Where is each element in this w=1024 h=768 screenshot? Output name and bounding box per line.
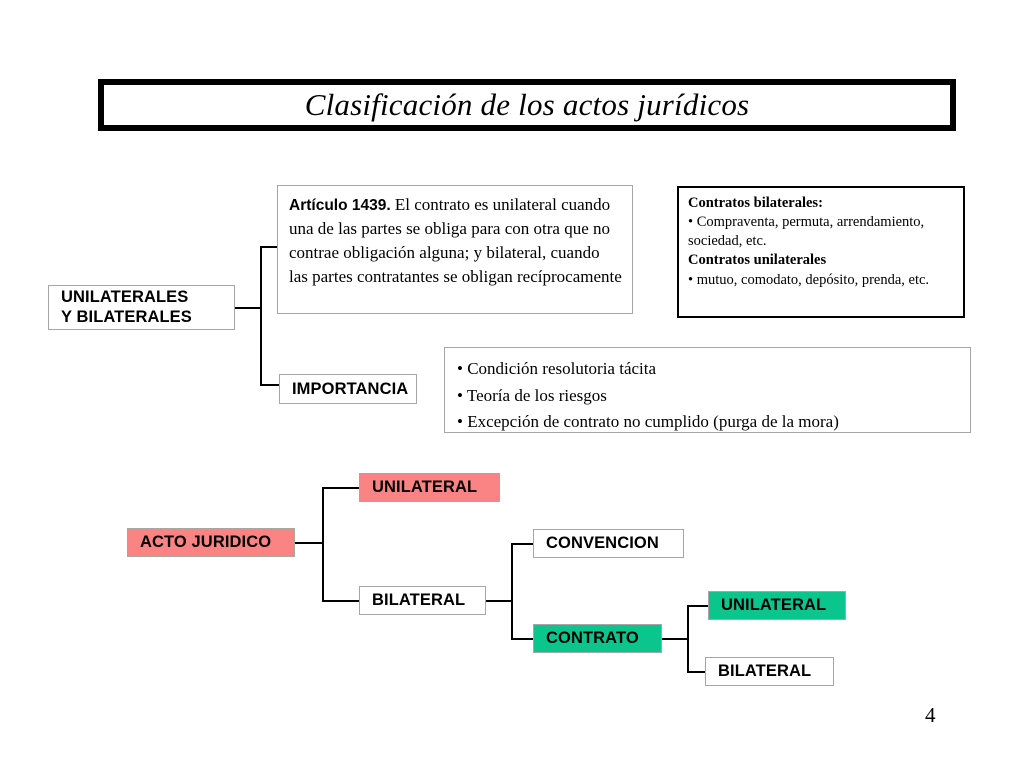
connector-to-contrato-unilateral (687, 605, 709, 607)
connector-to-bilateral (322, 600, 360, 602)
importancia-bullet: • Excepción de contrato no cumplido (pur… (457, 412, 839, 432)
node-importancia[interactable]: IMPORTANCIA (279, 374, 417, 404)
node-unilateral-primary[interactable]: UNILATERAL (359, 473, 500, 502)
node-acto-juridico-label: ACTO JURIDICO (140, 533, 272, 551)
node-convencion-label: CONVENCION (546, 534, 659, 552)
connector-bilateral-stem (485, 600, 513, 602)
connector-acto-stem (294, 542, 324, 544)
node-acto-juridico[interactable]: ACTO JURIDICO (127, 528, 295, 557)
importancia-bullet: • Teoría de los riesgos (457, 385, 607, 405)
connector-bilateral-spine (511, 544, 513, 639)
title-box: Clasificación de los actos jurídicos (98, 79, 956, 131)
node-contrato-bilateral[interactable]: BILATERAL (705, 657, 834, 686)
connector-to-article (260, 246, 278, 248)
importancia-bullet: • Condición resolutoria tácita (457, 359, 657, 378)
node-contrato-bilateral-label: BILATERAL (718, 662, 812, 680)
connector-to-contrato (511, 638, 534, 640)
connector-contrato-spine (687, 606, 689, 673)
connector-to-importancia (260, 384, 280, 386)
node-contrato[interactable]: CONTRATO (533, 624, 662, 653)
page-number: 4 (925, 703, 936, 727)
connector-to-contrato-bilateral (687, 671, 706, 673)
connector-root-stem (234, 307, 262, 309)
article-lead: Artículo 1439. (289, 197, 391, 214)
node-unilateral-primary-label: UNILATERAL (372, 478, 478, 496)
connector-to-unilateral (322, 487, 360, 489)
article-body: El contrato es unilateral cuando una de … (289, 195, 622, 287)
page-title: Clasificación de los actos jurídicos (304, 87, 750, 122)
node-importancia-label: IMPORTANCIA (292, 379, 409, 398)
node-contrato-unilateral-label: UNILATERAL (721, 596, 827, 614)
importancia-bullets-box: • Condición resolutoria tácita • Teoría … (444, 347, 971, 433)
node-convencion[interactable]: CONVENCION (533, 529, 684, 558)
connector-to-convencion (511, 543, 534, 545)
examples-heading-bilaterales: Contratos bilaterales: (688, 195, 823, 211)
node-contrato-label: CONTRATO (546, 629, 639, 647)
examples-item-unilaterales: • mutuo, comodato, depósito, prenda, etc… (688, 271, 930, 288)
node-bilateral-primary-label: BILATERAL (372, 591, 466, 609)
node-unilaterales-y-bilaterales[interactable]: UNILATERALES Y BILATERALES (48, 285, 235, 330)
node-bilateral-primary[interactable]: BILATERAL (359, 586, 486, 615)
node-contrato-unilateral[interactable]: UNILATERAL (708, 591, 846, 620)
connector-contrato-stem (661, 638, 689, 640)
connector-root-spine (260, 247, 262, 385)
examples-item-bilaterales: • Compraventa, permuta, arrendamiento, s… (688, 214, 925, 250)
node-label-line-1: UNILATERALES (61, 288, 189, 307)
examples-heading-unilaterales: Contratos unilaterales (688, 252, 827, 269)
node-label-line-2: Y BILATERALES (61, 307, 192, 326)
contratos-examples-box: Contratos bilaterales: • Compraventa, pe… (677, 186, 965, 318)
article-1439-box: Artículo 1439. El contrato es unilateral… (277, 185, 633, 314)
connector-acto-spine (322, 488, 324, 601)
